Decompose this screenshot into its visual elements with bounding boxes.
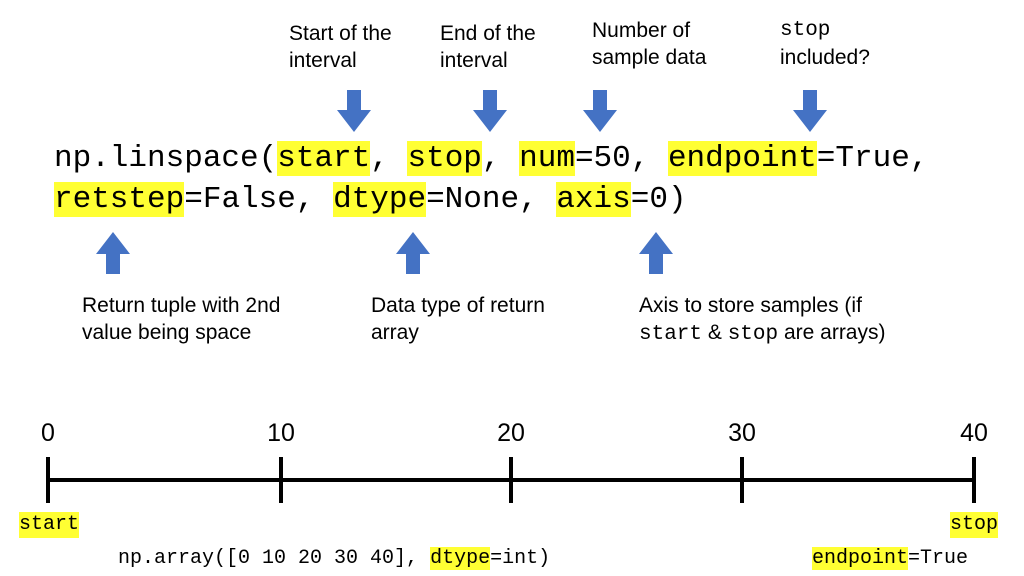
annotation-axis-code-start: start <box>639 323 703 346</box>
result-suffix: =int) <box>490 547 551 570</box>
annotation-axis-mid: & <box>702 321 728 344</box>
param-endpoint-value: =True, <box>816 141 929 176</box>
annotation-retstep-line1: Return tuple with 2nd <box>82 294 281 317</box>
annotation-endpoint-line2: included? <box>780 46 870 69</box>
annotation-axis: Axis to store samples (if start & stop a… <box>639 292 885 348</box>
annotation-num: Number of sample data <box>592 17 706 71</box>
number-line <box>46 457 976 503</box>
arrow-down-stop-icon <box>473 90 507 132</box>
endpoint-note-label: endpoint <box>812 547 909 570</box>
param-num-value: =50, <box>574 141 668 176</box>
arrow-down-num-icon <box>583 90 617 132</box>
annotation-dtype: Data type of return array <box>371 292 545 346</box>
arrow-up-dtype-icon <box>396 232 430 274</box>
param-stop: stop <box>407 141 482 176</box>
param-dtype: dtype <box>333 182 427 217</box>
code-line-2: retstep=False, dtype=None, axis=0) <box>54 180 687 220</box>
annotation-dtype-line2: array <box>371 321 419 344</box>
code-prefix: np.linspace( <box>54 141 278 176</box>
param-axis-value: =0) <box>630 182 687 217</box>
param-retstep: retstep <box>54 182 185 217</box>
annotation-stop-line2: interval <box>440 49 508 72</box>
annotation-retstep: Return tuple with 2nd value being space <box>82 292 280 346</box>
annotation-axis-line2: start & stop are arrays) <box>639 319 885 348</box>
result-dtype: dtype <box>430 547 491 570</box>
tick-label-10: 10 <box>267 419 295 447</box>
annotation-start-line1: Start of the <box>289 22 392 45</box>
tick-label-30: 30 <box>728 419 756 447</box>
result-prefix: np.array([0 10 20 30 40], <box>118 547 431 570</box>
annotation-dtype-line1: Data type of return <box>371 294 545 317</box>
arrow-up-retstep-icon <box>96 232 130 274</box>
code-sep: , <box>370 141 408 176</box>
param-endpoint: endpoint <box>667 141 817 176</box>
code-line-1: np.linspace(start, stop, num=50, endpoin… <box>54 139 928 179</box>
number-line-start-label: start <box>19 512 80 538</box>
code-sep: , <box>481 141 520 176</box>
param-retstep-value: =False, <box>184 182 334 217</box>
annotation-retstep-line2: value being space <box>82 321 252 344</box>
annotation-endpoint: stop included? <box>780 17 870 71</box>
annotation-num-line1: Number of <box>592 19 691 42</box>
annotation-start-line2: interval <box>289 49 357 72</box>
endpoint-note: endpoint=True <box>812 546 968 572</box>
result-array: np.array([0 10 20 30 40], dtype=int) <box>118 546 550 572</box>
annotation-axis-line1: Axis to store samples (if <box>639 294 862 317</box>
param-dtype-value: =None, <box>426 182 557 217</box>
arrow-up-axis-icon <box>639 232 673 274</box>
annotation-stop-line1: End of the <box>440 22 536 45</box>
number-line-stop-label: stop <box>950 512 999 538</box>
annotation-num-line2: sample data <box>592 46 707 69</box>
tick-label-0: 0 <box>41 419 55 447</box>
param-axis: axis <box>556 182 631 217</box>
param-num: num <box>519 141 575 176</box>
annotation-start: Start of the interval <box>289 20 392 74</box>
annotation-endpoint-line1: stop <box>780 19 831 42</box>
tick-label-40: 40 <box>960 419 988 447</box>
tick-label-20: 20 <box>497 419 525 447</box>
arrow-down-endpoint-icon <box>793 90 827 132</box>
arrow-down-start-icon <box>337 90 371 132</box>
endpoint-note-value: =True <box>908 547 969 570</box>
param-start: start <box>277 141 371 176</box>
annotation-axis-code-stop: stop <box>727 323 779 346</box>
annotation-stop: End of the interval <box>440 20 536 74</box>
annotation-axis-rest: are arrays) <box>778 321 886 344</box>
